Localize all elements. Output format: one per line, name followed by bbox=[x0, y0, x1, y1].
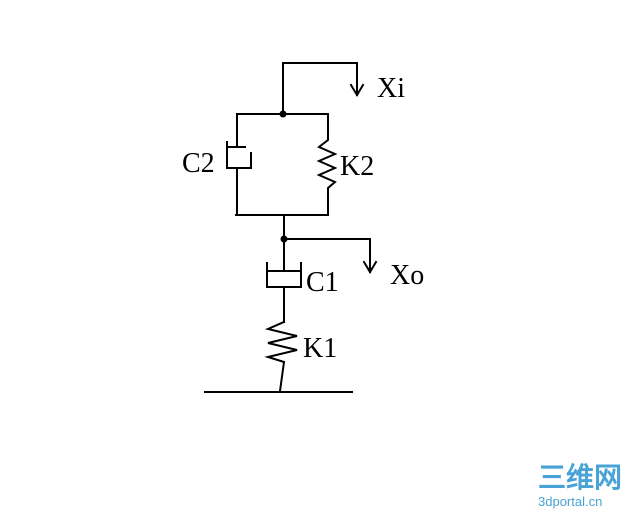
label-k2: K2 bbox=[340, 151, 374, 182]
watermark-logo: 三维网 3dportal.cn bbox=[538, 462, 622, 509]
watermark-logo-text: 三维网 bbox=[538, 462, 622, 493]
output-arrow-xo bbox=[283, 238, 378, 274]
watermark-site-text: 3dportal.cn bbox=[538, 494, 602, 509]
label-c1: C1 bbox=[306, 267, 339, 298]
label-xo: Xo bbox=[390, 260, 424, 291]
label-k1: K1 bbox=[303, 333, 337, 364]
spring-k1 bbox=[264, 320, 298, 393]
input-arrow-xi bbox=[282, 62, 365, 114]
damper-c2 bbox=[226, 113, 252, 216]
damper-c1 bbox=[266, 262, 302, 323]
spring-k2 bbox=[316, 113, 338, 216]
label-xi: Xi bbox=[377, 73, 405, 104]
label-c2: C2 bbox=[182, 148, 215, 179]
